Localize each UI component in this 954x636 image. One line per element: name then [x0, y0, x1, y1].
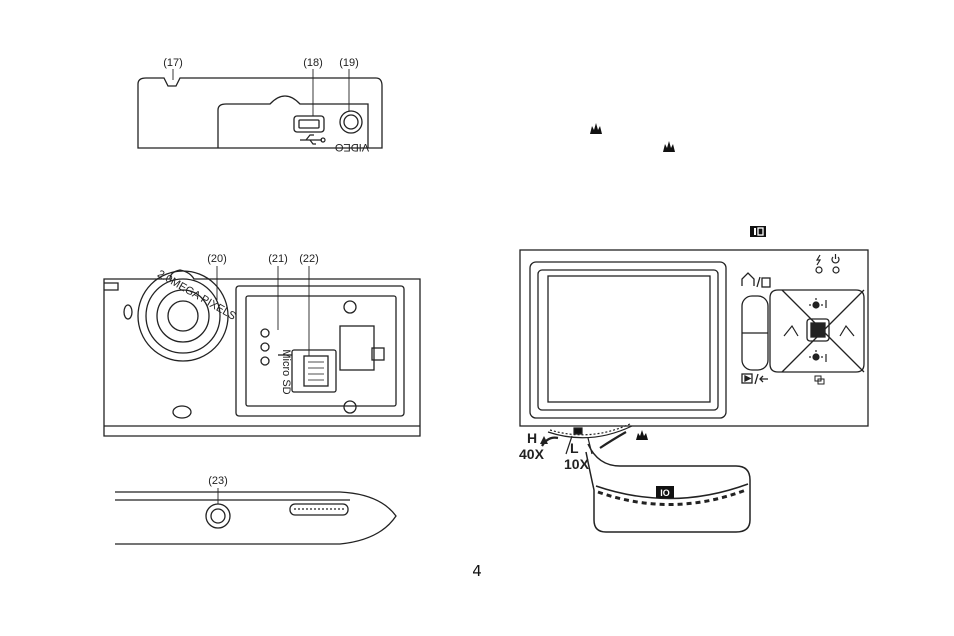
- page-number: 4: [472, 562, 482, 580]
- device-back: [519, 249, 869, 427]
- macro-icon: [590, 123, 602, 134]
- side-view: [115, 491, 397, 545]
- home-icon: [741, 272, 771, 288]
- brightness-down-icon: [809, 350, 827, 362]
- underside-panel: [103, 269, 421, 437]
- zoom-low-magnification: 10X: [564, 456, 590, 472]
- io-icon: [750, 226, 766, 237]
- video-label: VIDEO: [334, 141, 369, 153]
- callout-20: (20): [207, 253, 227, 265]
- connector-panel: [137, 77, 383, 149]
- io-badge: IO: [656, 486, 674, 498]
- flash-icon: [815, 254, 823, 274]
- macro-icon: [636, 430, 648, 440]
- sd-card-contacts: [308, 361, 324, 381]
- wheel-detail: [585, 443, 751, 533]
- callout-21: (21): [268, 253, 288, 265]
- micro-sd-label: Micro SD: [280, 349, 292, 394]
- macro-icon: [663, 141, 675, 152]
- zoom-left-icon: [783, 324, 799, 337]
- callout-17: (17): [163, 57, 183, 69]
- playback-icon: [741, 373, 768, 385]
- snapshot-icon: [814, 375, 825, 385]
- zoom-high-letter: H: [527, 430, 537, 446]
- callout-19: (19): [339, 57, 359, 69]
- zoom-low-letter: L: [570, 440, 579, 456]
- dpad: [769, 289, 865, 373]
- zoom-wheel: [540, 423, 633, 455]
- io-badge-text: IO: [660, 488, 670, 498]
- zoom-right-icon: [839, 324, 855, 337]
- brightness-up-icon: [809, 298, 827, 309]
- usb-icon: [300, 134, 326, 145]
- power-icon: [831, 254, 840, 274]
- callout-18: (18): [303, 57, 323, 69]
- callout-22: (22): [299, 253, 319, 265]
- callout-23: (23): [208, 475, 228, 487]
- zoom-high-magnification: 40X: [519, 446, 545, 462]
- callout-lines-top: [172, 69, 350, 116]
- callout-lines-middle: [216, 266, 310, 356]
